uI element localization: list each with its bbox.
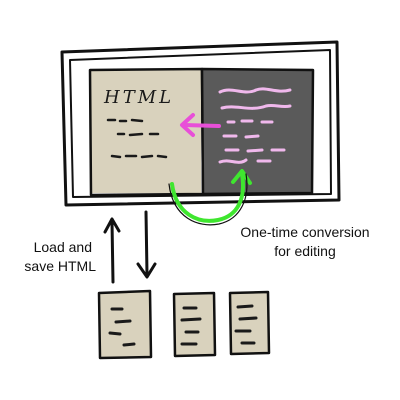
editor-window: HTML [60, 40, 341, 226]
storage-label-line2: save HTML [24, 258, 96, 274]
window-inner-border [69, 49, 332, 198]
green-curved-arrow-outline [168, 173, 248, 226]
down-arrow-icon [136, 210, 157, 279]
editor-panel-border [200, 67, 315, 196]
html-source-panel: HTML [88, 67, 205, 197]
editor-panel [200, 67, 315, 196]
storage-label-line1: Load and [34, 239, 92, 255]
editor-text-lines [218, 87, 292, 164]
html-source-label: HTML [103, 87, 174, 108]
green-curved-arrow-icon [170, 169, 252, 223]
conversion-label-line2: for editing [274, 243, 335, 259]
conversion-label-line1: One-time conversion [240, 224, 369, 240]
html-source-background [91, 70, 201, 193]
document-3 [228, 290, 271, 356]
stored-documents [97, 289, 271, 360]
document-1 [97, 289, 153, 360]
up-arrow-icon [103, 217, 121, 284]
document-2 [172, 291, 217, 358]
html-code-lines [106, 118, 168, 159]
pink-left-arrow-icon [180, 113, 221, 137]
window-outer-border [60, 40, 341, 207]
